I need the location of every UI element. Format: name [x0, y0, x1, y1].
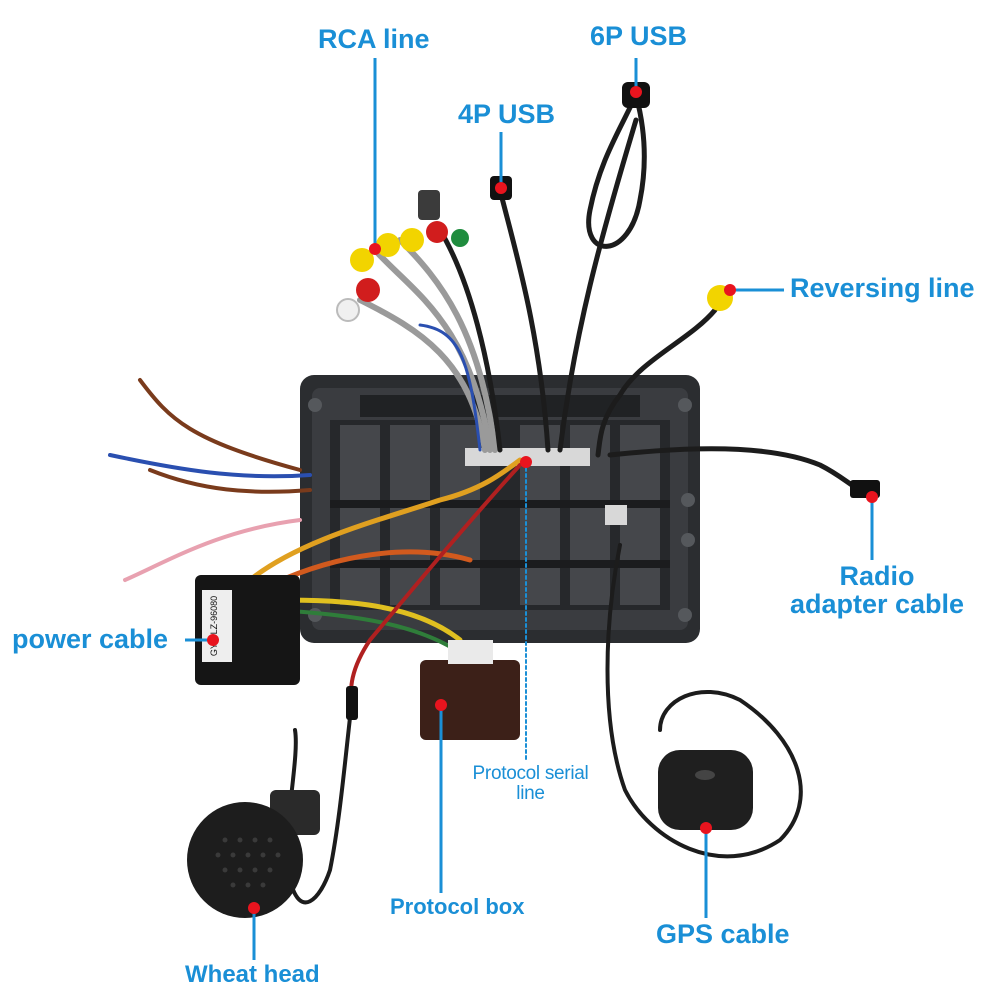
- serial-dot: [520, 456, 532, 468]
- label-radio-adapter: Radio adapter cable: [782, 562, 972, 619]
- marker-dots: [207, 86, 878, 914]
- protocol-box: [420, 640, 520, 740]
- power-dot: [207, 634, 219, 646]
- rca-plugs: [336, 190, 469, 322]
- label-reversing-line: Reversing line: [790, 273, 975, 303]
- label-rca-line: RCA line: [318, 24, 430, 54]
- label-protocol-serial: Protocol serial line: [458, 764, 603, 804]
- power-connector: GY-CLZ-96080: [195, 575, 300, 685]
- power-connector-mark: GY-CLZ-96080: [209, 596, 219, 656]
- label-power-cable: power cable: [12, 624, 169, 654]
- reversing-dot: [724, 284, 736, 296]
- label-radio-line2: adapter cable: [789, 589, 965, 620]
- radio-dot: [866, 491, 878, 503]
- gps-antenna: [658, 750, 753, 830]
- label-serial-line1: Protocol serial: [472, 763, 589, 784]
- wheat-head-mic: [187, 790, 320, 918]
- label-protocol-box: Protocol box: [390, 894, 525, 919]
- label-wheat-head: Wheat head: [185, 961, 320, 988]
- label-radio-line1: Radio: [839, 561, 915, 591]
- rca-dot: [369, 243, 381, 255]
- protocol-box-dot: [435, 699, 447, 711]
- gps-dot: [700, 822, 712, 834]
- label-6p-usb: 6P USB: [590, 21, 688, 51]
- leader-lines: [185, 58, 874, 960]
- label-serial-line2: line: [516, 782, 545, 804]
- label-gps-cable: GPS cable: [656, 919, 790, 949]
- label-4p-usb: 4P USB: [458, 99, 556, 129]
- wheat-dot: [248, 902, 260, 914]
- usb6-dot: [630, 86, 642, 98]
- usb4-dot: [495, 182, 507, 194]
- mic-connector: [346, 686, 358, 720]
